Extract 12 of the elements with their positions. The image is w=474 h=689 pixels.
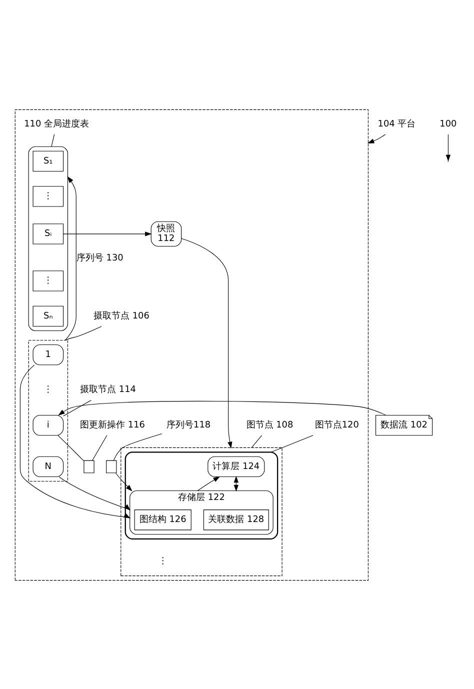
node-text: 110 全局进度表: [24, 118, 89, 129]
node-text: 摄取节点 106: [94, 310, 150, 321]
node-text: 104 平台: [378, 118, 416, 129]
node-text: 图更新操作 116: [80, 420, 145, 430]
node-text: 序列号118: [166, 420, 211, 430]
label: ⋮: [44, 384, 53, 395]
node-text: 摄取节点 114: [80, 384, 136, 395]
node-text: 100: [440, 118, 457, 129]
node-text: 图节点120: [314, 420, 359, 430]
node-text: 图节点 108: [246, 420, 294, 430]
label: ⋮: [158, 556, 168, 566]
edge-label: 序列号 130: [76, 253, 124, 264]
